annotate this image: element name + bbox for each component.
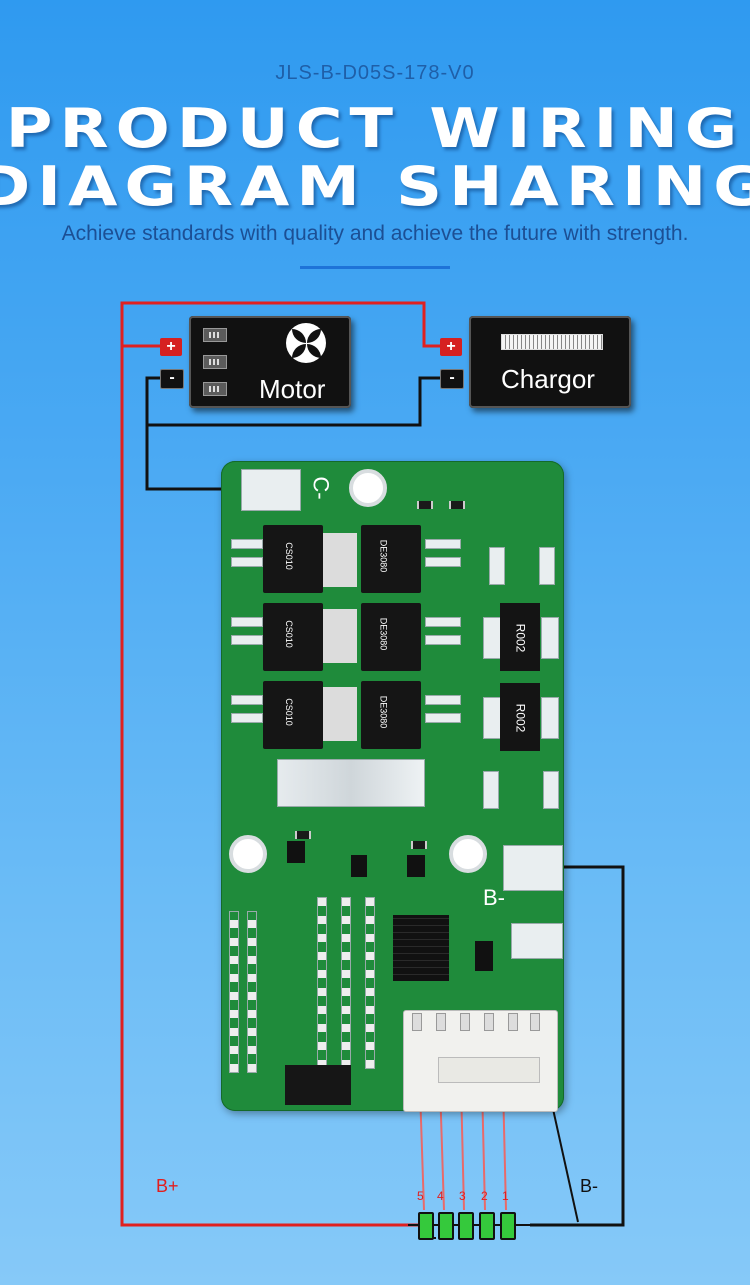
charger-negative-wire <box>147 376 440 427</box>
cell-number-3: 3 <box>459 1189 466 1203</box>
diode-2 <box>351 855 367 877</box>
model-number: JLS-B-D05S-178-V0 <box>275 62 475 84</box>
b-minus-pad <box>503 845 563 891</box>
title-line-2: DIAGRAM SHARING <box>0 155 750 218</box>
motor-device: Motor <box>189 316 351 408</box>
charger-minus-terminal: - <box>440 369 464 389</box>
fan-icon <box>286 323 326 363</box>
mosfet-1: CS010 <box>263 525 323 593</box>
mosfet-3: CS010 <box>263 603 323 671</box>
connector-pin-1 <box>412 1013 422 1031</box>
title-line-1: PRODUCT WIRING <box>5 97 745 160</box>
mounting-hole-2 <box>229 835 267 873</box>
heatsink-pad <box>277 759 425 807</box>
c-minus-label: C- <box>308 476 334 500</box>
mosfet-6: DE3080 <box>361 681 421 749</box>
charger-device: Chargor <box>469 316 631 408</box>
diode-3 <box>407 855 425 877</box>
mounting-hole-1 <box>349 469 387 507</box>
mosfet-5: CS010 <box>263 681 323 749</box>
motor-minus-terminal: - <box>160 369 184 389</box>
motor-plus-terminal: + <box>160 338 182 356</box>
sot-transistor <box>475 941 493 971</box>
cell-number-1: 1 <box>502 1189 509 1203</box>
fuse-chip <box>285 1065 351 1105</box>
shunt-resistor-2: R002 <box>500 683 540 751</box>
cell-number-5: 5 <box>417 1189 424 1203</box>
battery-cell-3 <box>458 1212 474 1240</box>
battery-negative-wire <box>530 865 625 1227</box>
motor-indicator-1 <box>203 328 227 342</box>
balance-connector <box>403 1010 558 1112</box>
connector-pin-4 <box>484 1013 494 1031</box>
battery-cell-1 <box>500 1212 516 1240</box>
motor-indicator-2 <box>203 355 227 369</box>
header-divider <box>300 266 450 269</box>
shunt-resistor-1: R002 <box>500 603 540 671</box>
connector-slot <box>438 1057 540 1083</box>
b-minus-label: B- <box>483 885 505 910</box>
charger-label: Chargor <box>501 364 595 394</box>
bms-pcb: C- B- CS010 DE3080 CS010 DE3080 CS010 DE… <box>221 461 564 1111</box>
charger-plus-terminal: + <box>440 338 462 356</box>
battery-cell-2 <box>479 1212 495 1240</box>
connector-pin-6 <box>530 1013 540 1031</box>
diode-1 <box>287 841 305 863</box>
nb-pad <box>511 923 563 959</box>
motor-negative-wire <box>145 376 222 491</box>
mounting-hole-3 <box>449 835 487 873</box>
connector-pin-2 <box>436 1013 446 1031</box>
positive-wire <box>120 301 440 1227</box>
motor-indicator-3 <box>203 382 227 396</box>
connector-pin-5 <box>508 1013 518 1031</box>
b-minus-bottom-label: B- <box>580 1176 598 1196</box>
mosfet-2: DE3080 <box>361 525 421 593</box>
protection-ic <box>393 915 449 981</box>
battery-cell-5 <box>418 1212 434 1240</box>
cell-number-2: 2 <box>481 1189 488 1203</box>
subtitle: Achieve standards with quality and achie… <box>61 222 689 245</box>
battery-cell-4 <box>438 1212 454 1240</box>
mosfet-4: DE3080 <box>361 603 421 671</box>
b-plus-label: B+ <box>156 1176 179 1196</box>
motor-label: Motor <box>259 374 326 404</box>
c-minus-pad <box>241 469 301 511</box>
cell-number-4: 4 <box>437 1189 444 1203</box>
connector-pin-3 <box>460 1013 470 1031</box>
charger-display <box>501 334 603 350</box>
